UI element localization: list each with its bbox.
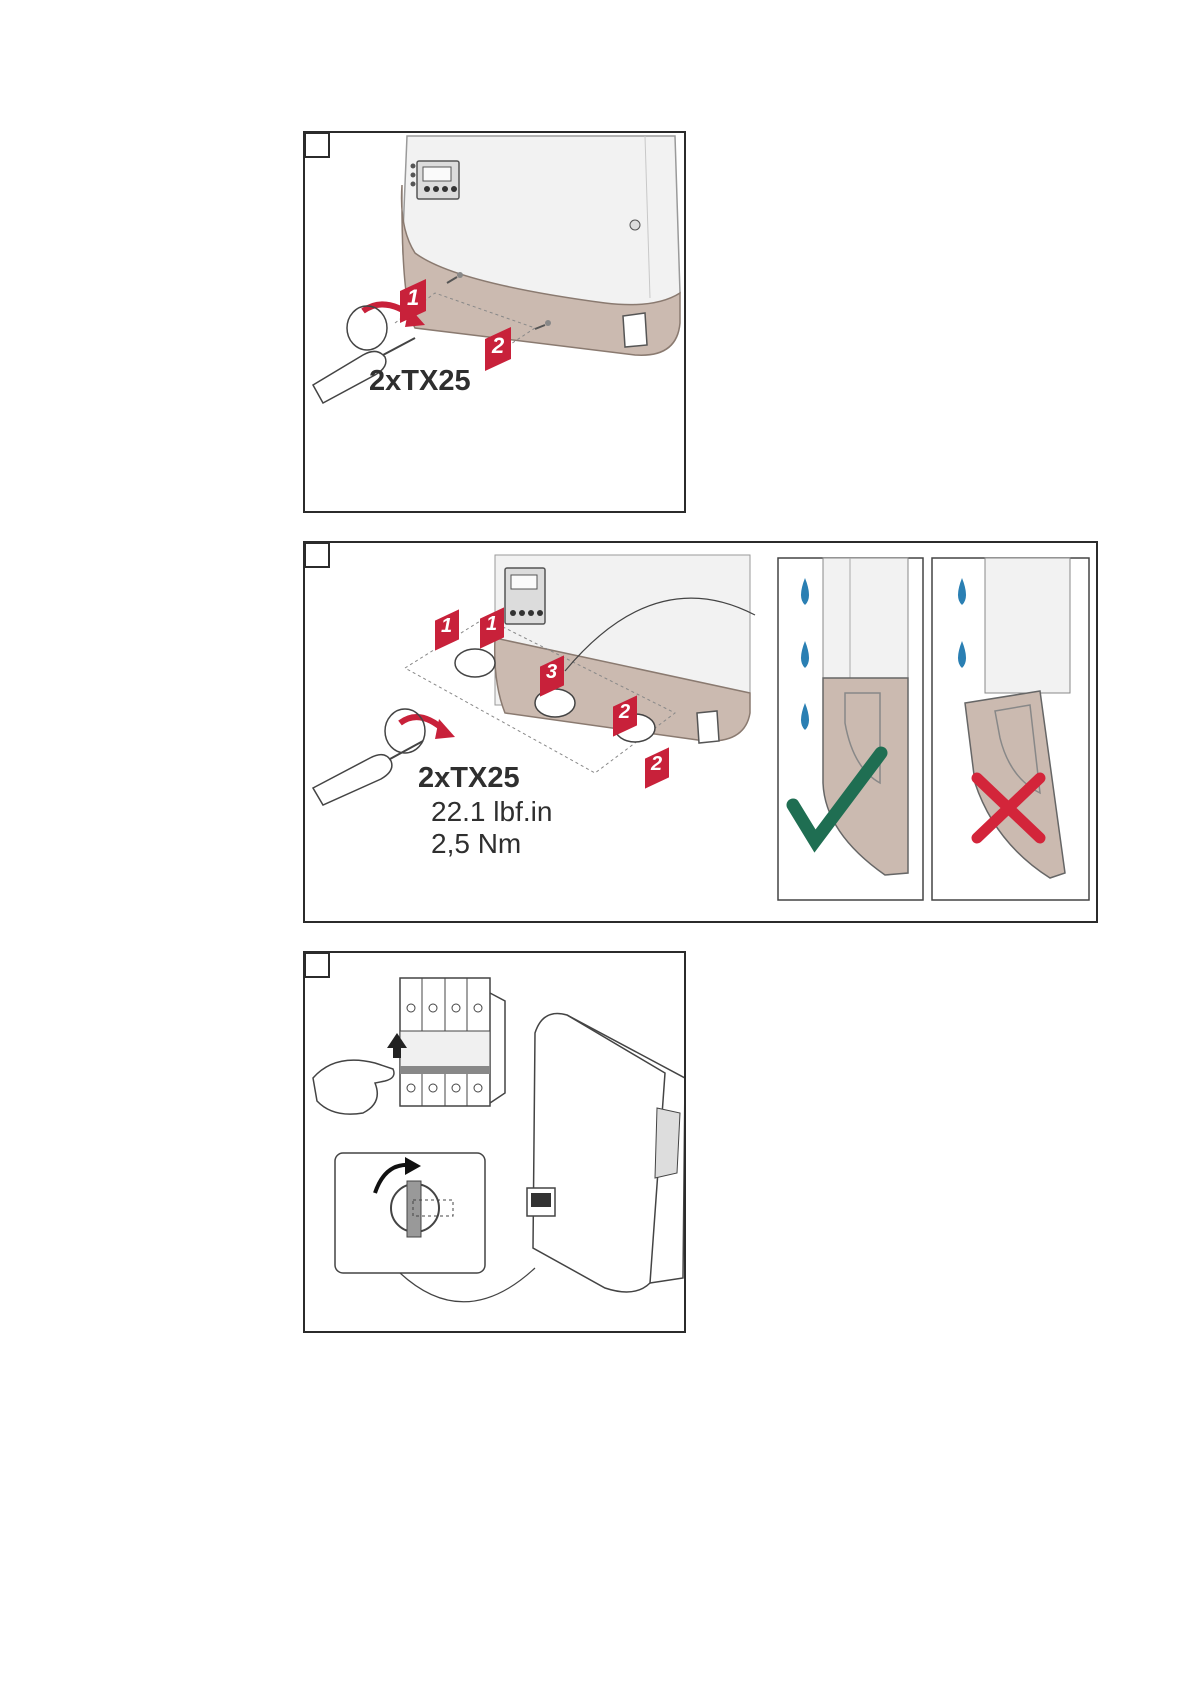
arrow-step-3-number: 3 (546, 661, 557, 684)
torque-metric: 2,5 Nm (431, 828, 521, 860)
step-2-illustration (305, 543, 1098, 923)
torque-imperial: 22.1 lbf.in (431, 796, 552, 828)
step-2-panel: 1 1 3 2 2 2xTX25 22.1 lbf.in 2,5 Nm (303, 541, 1098, 923)
arrow-step-1-number: 1 (407, 285, 419, 311)
arrow-step-1b-number: 1 (486, 613, 497, 636)
arrow-step-2a-number: 2 (619, 701, 630, 724)
arrow-step-2b-number: 2 (651, 753, 662, 776)
tool-label: 2xTX25 (369, 365, 471, 398)
arrow-step-2-number: 2 (492, 333, 504, 359)
step-3-panel (303, 951, 686, 1333)
arrow-step-1a-number: 1 (441, 615, 452, 638)
step-3-illustration (305, 953, 686, 1333)
step-1-illustration (305, 133, 686, 513)
tool-label: 2xTX25 (418, 762, 520, 795)
step-1-panel: 1 2 2xTX25 (303, 131, 686, 513)
